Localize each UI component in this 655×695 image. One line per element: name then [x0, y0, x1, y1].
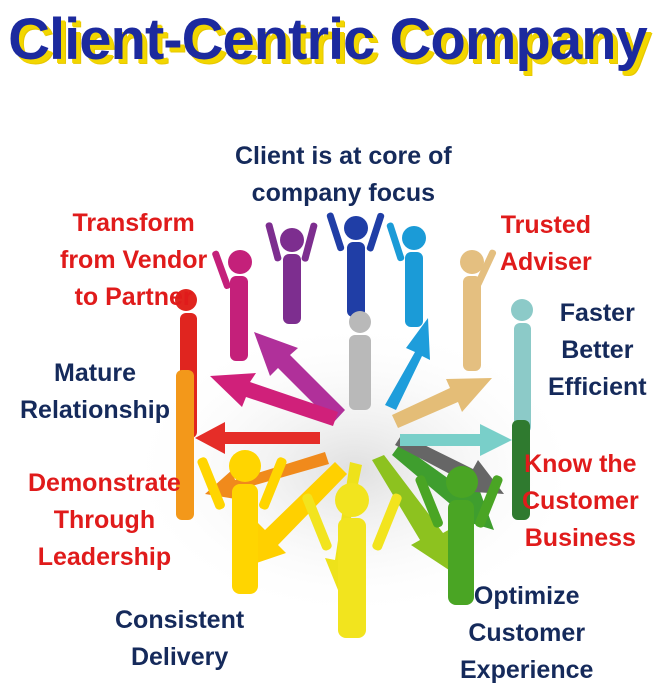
- figure-magenta: [212, 250, 252, 361]
- arrow-to-red: [195, 422, 320, 454]
- figure-darkgreen: [512, 420, 530, 520]
- arrow-to-tan: [392, 378, 492, 428]
- arrow-to-cyan: [385, 318, 430, 410]
- page-title: Client-Centric Company: [8, 7, 648, 72]
- arrow-to-teal: [400, 424, 512, 456]
- figure-teal: [511, 299, 533, 433]
- arrow-to-yellow1: [242, 462, 347, 568]
- figure-center-grey: [349, 311, 371, 410]
- arrow-to-pink: [210, 373, 338, 426]
- figure-cyan: [386, 222, 426, 327]
- figure-yellow-left: [197, 450, 287, 594]
- arrow-to-lime: [372, 455, 452, 572]
- arrow-to-purple: [254, 332, 345, 423]
- figure-purple: [265, 222, 318, 324]
- figure-orange: [176, 370, 194, 520]
- figure-navy: [326, 212, 385, 317]
- figure-yellow-center: [302, 483, 402, 638]
- figure-tan: [460, 249, 497, 371]
- figure-green-right: [415, 466, 503, 605]
